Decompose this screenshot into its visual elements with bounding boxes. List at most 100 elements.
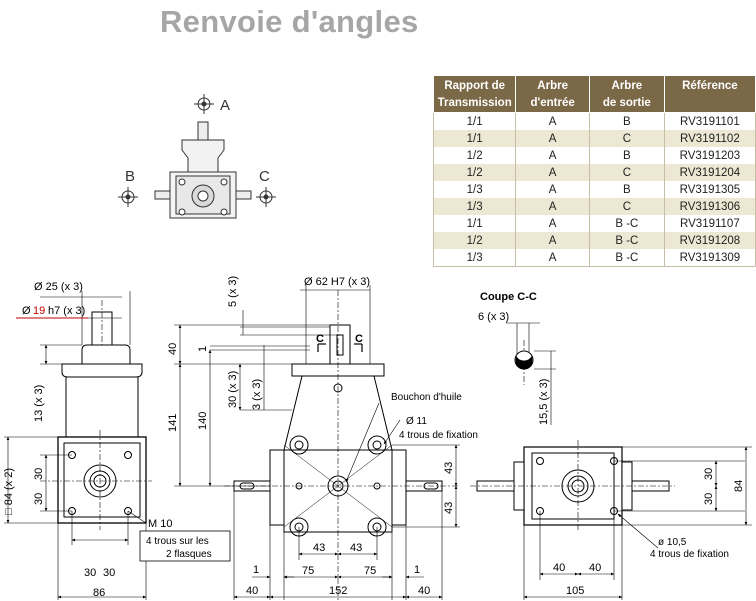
cell-input-shaft: A — [515, 130, 590, 147]
dim-40: 40 — [167, 343, 179, 355]
cell-ratio: 1/3 — [432, 181, 517, 198]
section-marks — [317, 343, 363, 352]
dim-dia-19-value: 19 — [33, 305, 45, 317]
dim-75-left: 75 — [302, 565, 314, 577]
dim-141: 141 — [167, 414, 179, 432]
output-c-rotation-symbol — [256, 187, 276, 207]
cell-reference: RV3191306 — [663, 198, 756, 215]
cell-reference: RV3191101 — [663, 112, 756, 130]
cell-output-shaft: B — [588, 181, 665, 198]
dim-3: 3 (x 3) — [251, 379, 263, 410]
cell-ratio: 1/2 — [432, 232, 517, 249]
dim-bore-62: Ø 62 H7 (x 3) — [304, 276, 370, 288]
cell-ratio: 1/1 — [432, 112, 517, 130]
dim-right-30-upper: 30 — [703, 468, 715, 480]
hole-10-5-note: 4 trous de fixation — [650, 549, 729, 560]
dim-right-30-lower: 30 — [703, 493, 715, 505]
cell-reference: RV3191305 — [663, 181, 756, 198]
cell-input-shaft: A — [515, 164, 590, 181]
cell-ratio: 1/1 — [432, 130, 517, 147]
cell-reference: RV3191208 — [663, 232, 756, 249]
cell-output-shaft: B -C — [588, 249, 665, 267]
left-side-view — [40, 300, 152, 530]
section-key: 6 (x 3) — [478, 311, 509, 323]
section-view — [506, 322, 556, 425]
note-line-2: 2 flasques — [166, 549, 212, 560]
cell-output-shaft: B -C — [588, 215, 665, 232]
dim-43-bottom: 43 — [443, 502, 455, 514]
cell-input-shaft: A — [515, 112, 590, 130]
cell-ratio: 1/3 — [432, 198, 517, 215]
dim-right-40a: 40 — [553, 562, 565, 574]
right-view-dimensions — [523, 446, 752, 600]
dim-40-right: 40 — [418, 585, 430, 597]
dim-30-upper: 30 — [33, 468, 45, 480]
dim-dia-25: Ø 25 (x 3) — [34, 281, 83, 293]
label-a: A — [220, 97, 230, 114]
cell-ratio: 1/3 — [432, 249, 517, 267]
section-title: Coupe C-C — [480, 291, 537, 303]
dim-1: 1 — [197, 346, 209, 352]
dim-bottom-30b: 30 — [103, 567, 115, 579]
section-c-left: C — [316, 333, 324, 345]
cell-ratio: 1/1 — [432, 215, 517, 232]
cell-input-shaft: A — [515, 198, 590, 215]
section-depth: 15,5 (x 3) — [538, 379, 550, 425]
oil-plug-label: Bouchon d'huile — [391, 392, 462, 403]
right-side-view — [470, 440, 675, 530]
dim-1-left: 1 — [253, 564, 259, 576]
cell-ratio: 1/2 — [432, 164, 517, 181]
output-b-rotation-symbol — [118, 187, 138, 207]
cell-reference: RV3191203 — [663, 147, 756, 164]
cell-output-shaft: B — [588, 147, 665, 164]
hole-11-note: 4 trous de fixation — [399, 430, 478, 441]
dim-5: 5 (x 3) — [227, 276, 239, 307]
dim-bottom-86: 86 — [93, 587, 105, 599]
dim-84-square: □ 84 (x 2) — [3, 468, 15, 515]
cell-input-shaft: A — [515, 249, 590, 267]
dim-right-40b: 40 — [589, 562, 601, 574]
section-c-right: C — [355, 333, 363, 345]
dim-right-105: 105 — [566, 585, 584, 597]
left-view-dimensions — [4, 291, 147, 600]
header-reference: Référence — [663, 75, 756, 113]
dim-152: 152 — [329, 585, 347, 597]
dim-75-right: 75 — [364, 565, 376, 577]
cell-input-shaft: A — [515, 232, 590, 249]
dim-13: 13 (x 3) — [33, 385, 45, 422]
dim-43-top: 43 — [443, 462, 455, 474]
cell-output-shaft: C — [588, 130, 665, 147]
page-title: Renvoie d'angles — [160, 4, 419, 39]
hole-11-label: Ø 11 — [406, 416, 427, 427]
note-box — [139, 530, 231, 562]
note-line-1: 4 trous sur les — [146, 536, 209, 547]
cell-reference: RV3191204 — [663, 164, 756, 181]
dim-right-84: 84 — [733, 480, 745, 492]
hole-10-5-label: ø 10,5 — [658, 537, 687, 548]
label-c: C — [259, 168, 270, 185]
input-rotation-symbol — [194, 94, 214, 114]
dim-dia-19-tolerance: h7 (x 3) — [48, 305, 85, 317]
dim-43-left: 43 — [313, 542, 325, 554]
cell-input-shaft: A — [515, 215, 590, 232]
cell-reference: RV3191107 — [663, 215, 756, 232]
dim-40-left: 40 — [246, 585, 258, 597]
cell-output-shaft: C — [588, 164, 665, 181]
dim-30-center: 30 (x 3) — [227, 371, 239, 408]
dim-1-right: 1 — [414, 564, 420, 576]
